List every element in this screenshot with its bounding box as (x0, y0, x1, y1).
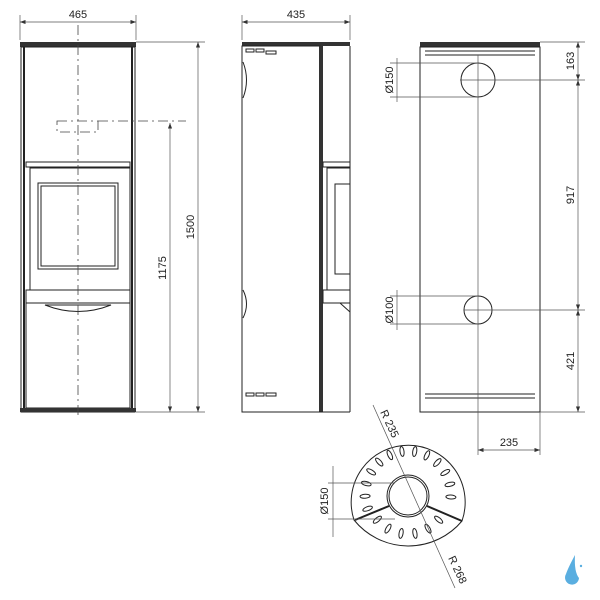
rear-view: 163 917 421 Ø150 Ø100 235 (384, 41, 585, 455)
front-width-label: 465 (69, 9, 87, 21)
top-outlet (386, 474, 430, 518)
vent-slot (424, 523, 432, 534)
front-height-label: 1500 (185, 215, 197, 239)
r235-label: R 235 (377, 408, 400, 440)
flue-outlet-hidden (56, 120, 99, 133)
vent-slot (440, 468, 451, 477)
side-view: 435 (241, 9, 351, 413)
vent-slot (372, 515, 382, 524)
vent-slot (360, 480, 372, 487)
vent-slot (366, 468, 377, 476)
r268-label: R 268 (445, 554, 468, 586)
vent-slot (375, 457, 384, 467)
front-top-plate (20, 42, 136, 47)
top-d150-label: Ø150 (319, 488, 331, 515)
vent-slot (362, 505, 373, 512)
rear-between-label: 917 (565, 186, 577, 204)
vent-slot (359, 493, 371, 499)
rear-d100-label: Ø100 (384, 297, 396, 324)
top-view: R 235 R 268 Ø150 (319, 404, 469, 589)
vent-slot (434, 515, 444, 524)
rear-body (419, 46, 541, 413)
front-handle (44, 304, 112, 312)
vent-slot (384, 523, 392, 534)
side-vents (245, 48, 277, 397)
top-vent-slots (359, 445, 457, 539)
rear-top-offset-label: 163 (565, 52, 577, 70)
side-body (241, 45, 321, 413)
brand-logo-icon (565, 555, 583, 585)
vent-slot (412, 446, 418, 457)
top-outline (350, 444, 466, 547)
vent-slot (445, 494, 457, 500)
rear-bottom-offset-label: 421 (565, 352, 577, 370)
side-depth-label: 435 (287, 9, 305, 21)
vent-slot (399, 445, 405, 457)
rear-235-label: 235 (500, 437, 518, 449)
flue-height-label: 1175 (157, 256, 169, 280)
vent-slot (433, 458, 442, 467)
rear-vents (425, 50, 535, 399)
vent-slot (423, 450, 431, 461)
vent-slot (386, 449, 394, 461)
vent-slot (444, 481, 456, 488)
rear-d150-label: Ø150 (384, 67, 396, 94)
vent-slot (412, 527, 418, 539)
vent-slot (398, 527, 404, 539)
front-view: 465 1500 1175 (19, 9, 205, 418)
